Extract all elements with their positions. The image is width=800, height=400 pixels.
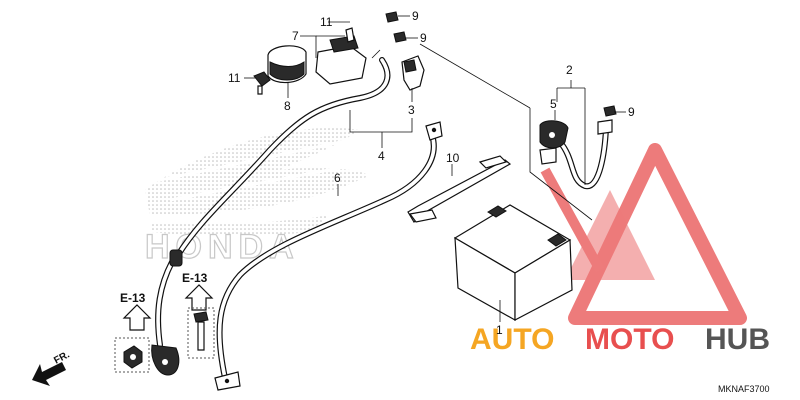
leader-lines xyxy=(244,15,626,322)
front-label: FR. xyxy=(52,349,72,366)
watermark-hub: HUB xyxy=(705,323,770,356)
bolt-9a xyxy=(385,11,399,23)
terminal-connector-left xyxy=(151,344,180,376)
cable-6 xyxy=(214,121,443,391)
front-arrow-icon xyxy=(32,362,66,386)
callout-labels: 11 9 9 7 11 8 3 4 2 5 9 6 10 1 E-13 E-13… xyxy=(120,9,770,394)
relay-cover xyxy=(267,45,307,84)
callout-1: 1 xyxy=(496,323,503,337)
reference-arrow-left xyxy=(114,304,152,373)
callout-3: 3 xyxy=(408,103,415,117)
callout-4: 4 xyxy=(378,149,385,163)
callout-5: 5 xyxy=(550,97,557,111)
callout-2: 2 xyxy=(566,63,573,77)
fuse-cover xyxy=(401,55,425,91)
callout-6: 6 xyxy=(334,171,341,185)
callout-9-b: 9 xyxy=(420,31,427,45)
bolt-9c xyxy=(603,105,617,117)
honda-wordmark: HONDA xyxy=(145,228,300,266)
starter-relay xyxy=(315,27,367,85)
battery xyxy=(453,204,573,322)
fuse-clip xyxy=(253,71,271,95)
watermark-triangle-logo xyxy=(540,143,747,325)
callout-8: 8 xyxy=(284,99,291,113)
diagram-code: MKNAF3700 xyxy=(718,384,770,394)
reference-e13-left: E-13 xyxy=(120,291,146,305)
cable-5 xyxy=(539,119,613,190)
battery-band xyxy=(407,155,512,223)
watermark-moto: MOTO xyxy=(585,323,674,356)
watermark-text: AUTO MOTO HUB xyxy=(470,323,770,356)
callout-11-top: 11 xyxy=(320,15,333,29)
watermark-auto: AUTO xyxy=(470,323,554,356)
callout-10: 10 xyxy=(446,151,460,165)
reference-e13-right: E-13 xyxy=(182,271,208,285)
reference-arrow-right xyxy=(184,284,215,359)
callout-9-a: 9 xyxy=(412,9,419,23)
callout-11-left: 11 xyxy=(228,71,241,85)
callout-9-c: 9 xyxy=(628,105,635,119)
bolt-9b xyxy=(393,31,407,43)
cable-4 xyxy=(155,57,391,348)
callout-7: 7 xyxy=(292,29,299,43)
